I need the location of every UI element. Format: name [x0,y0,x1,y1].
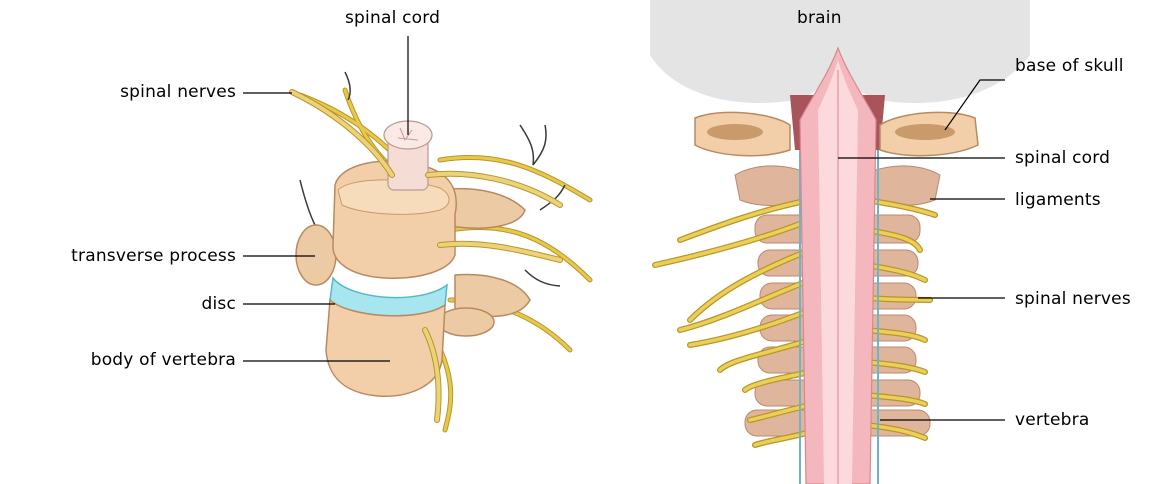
left-spine-illustration [292,72,590,430]
label-brain: brain [797,8,842,28]
right-spine-illustration [650,0,1030,484]
label-disc: disc [60,294,236,314]
label-spinal-nerves-right: spinal nerves [1015,289,1131,309]
label-spinal-cord-right: spinal cord [1015,148,1110,168]
label-spinal-nerves-left: spinal nerves [40,82,236,102]
label-body-of-vertebra: body of vertebra [20,350,236,370]
label-transverse-process: transverse process [10,246,236,266]
label-ligaments: ligaments [1015,190,1101,210]
label-vertebra: vertebra [1015,410,1089,430]
label-base-of-skull: base of skull [1015,56,1124,76]
label-spinal-cord-left: spinal cord [345,8,440,28]
